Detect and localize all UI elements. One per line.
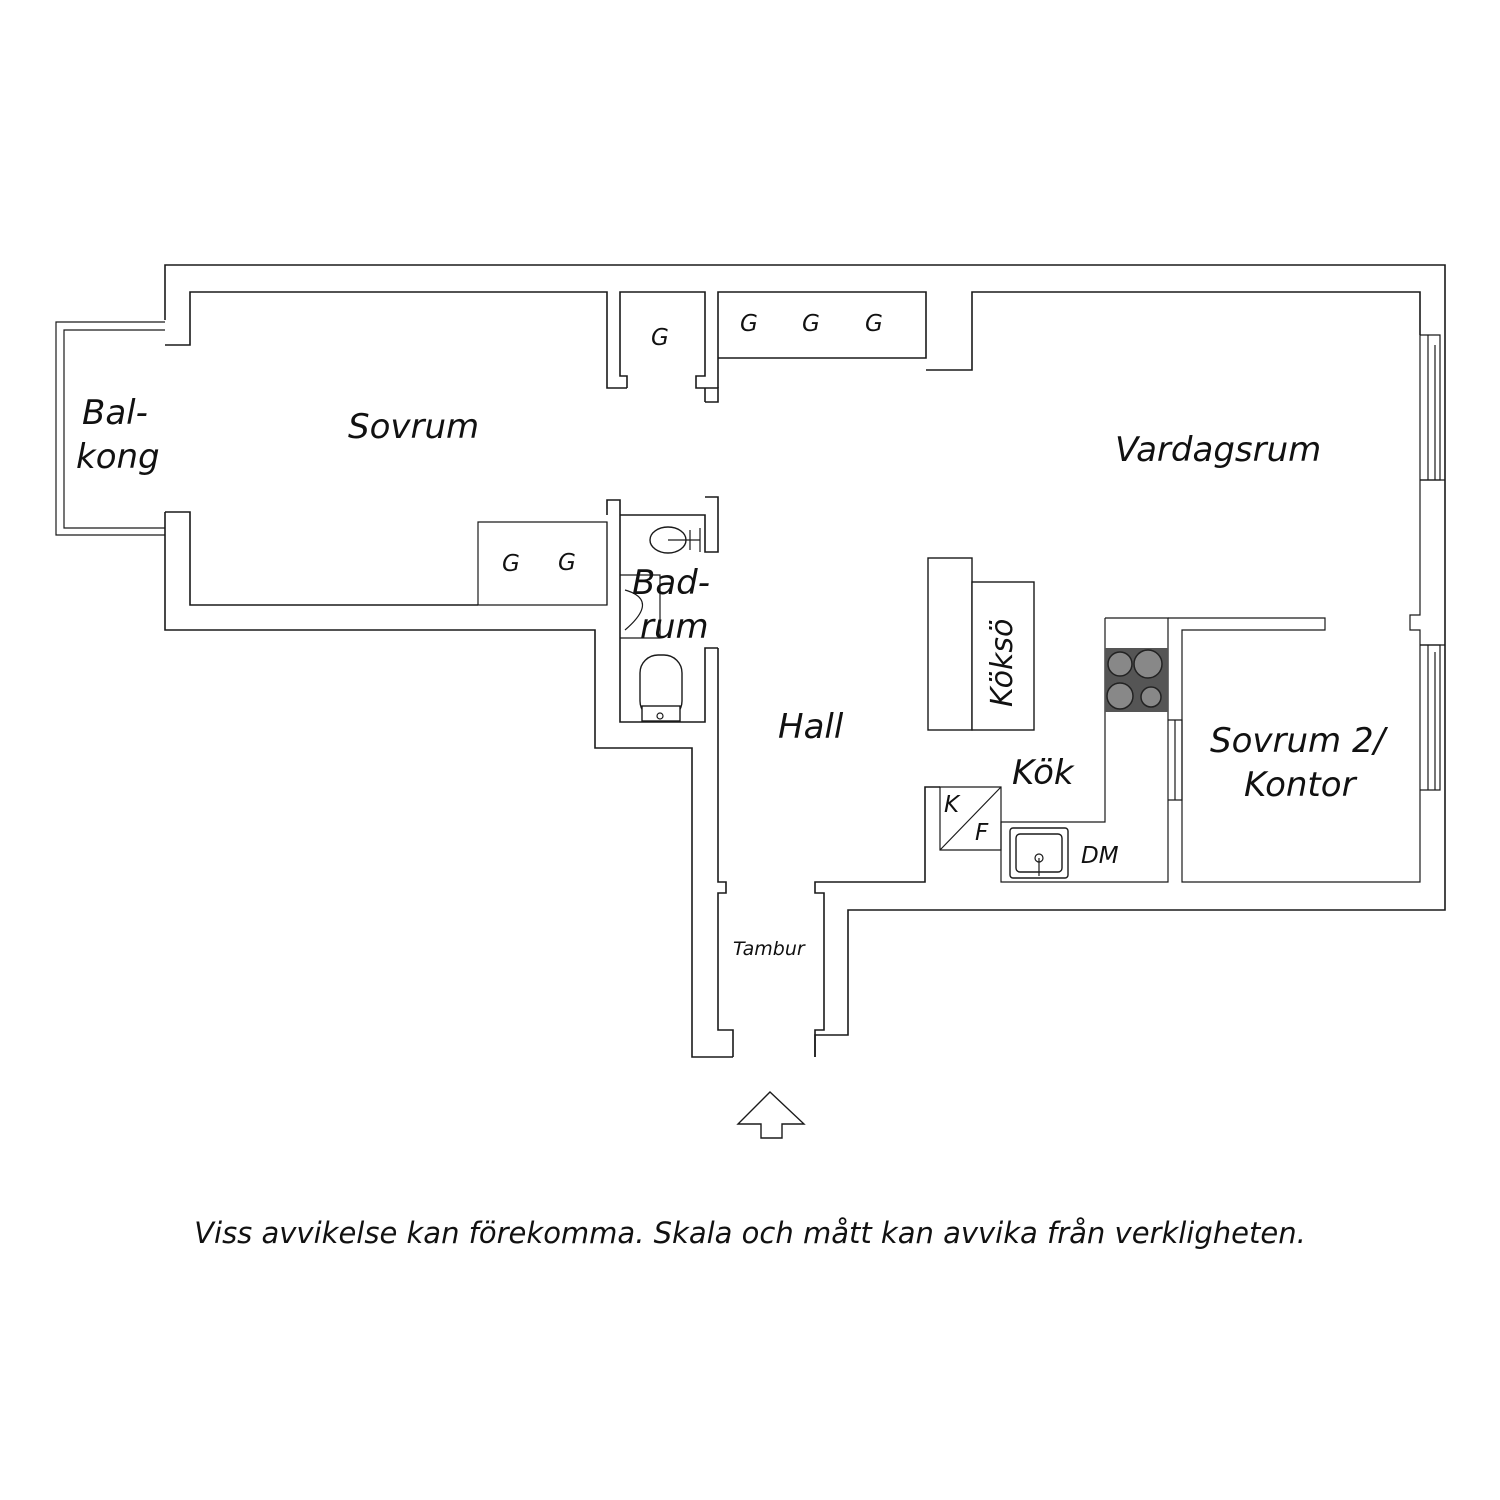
label-wardrobe-6: G	[558, 550, 576, 576]
tambur-right-wall	[814, 786, 940, 1057]
disclaimer-text: Viss avvikelse kan förekomma. Skala och …	[194, 1216, 1306, 1250]
sink-icon	[649, 526, 701, 554]
bedroom-wardrobes	[477, 521, 608, 606]
stove-icon	[1105, 648, 1168, 712]
label-kitchen: Kök	[1012, 753, 1075, 793]
label-bedroom: Sovrum	[348, 407, 479, 447]
window-upper	[1420, 334, 1441, 481]
kitchen	[939, 617, 1183, 883]
label-hall: Hall	[778, 707, 844, 747]
label-balcony-1: Bal-	[82, 393, 148, 433]
label-wardrobe-1: G	[651, 325, 669, 351]
kitchen-sink-icon	[1009, 827, 1069, 879]
right-wall-windows	[1168, 334, 1445, 883]
tambur-left-wall	[717, 648, 734, 1057]
toilet-icon	[639, 654, 683, 722]
label-bedroom2-1: Sovrum 2/	[1210, 721, 1389, 761]
label-kitchen-island: Köksö	[985, 619, 1020, 707]
kitchen-island	[927, 557, 1035, 731]
outer-walls	[164, 264, 1446, 1058]
window-lower	[1420, 644, 1441, 791]
label-fridge: K	[944, 792, 961, 818]
label-balcony-2: kong	[76, 437, 160, 477]
balcony	[55, 321, 165, 536]
label-wardrobe-5: G	[502, 551, 520, 577]
label-wardrobe-3: G	[802, 311, 820, 337]
window-middle	[1420, 479, 1445, 646]
inner-wall-bedroom-bottom	[165, 511, 478, 606]
label-wardrobe-4: G	[865, 311, 883, 337]
fridge-freezer-divider	[939, 786, 1002, 851]
bathroom-sink-icon	[624, 589, 643, 631]
closet-single-wall	[619, 291, 719, 403]
outer-wall-left-lower	[164, 512, 733, 1058]
label-bedroom2-2: Kontor	[1244, 765, 1358, 805]
label-dishwasher: DM	[1081, 843, 1119, 869]
outer-wall-top	[164, 264, 1446, 1057]
closets-top	[619, 291, 1421, 403]
entrance-arrow-icon	[736, 1091, 806, 1139]
bathroom	[606, 496, 719, 723]
wall-segment-top-right	[926, 291, 1421, 371]
label-wardrobe-2: G	[740, 311, 758, 337]
inner-wall-top	[165, 291, 627, 389]
label-living-room: Vardagsrum	[1115, 430, 1321, 470]
label-bathroom-2: rum	[640, 607, 709, 647]
door-bedroom2	[1168, 719, 1183, 801]
label-bathroom-1: Bad-	[632, 563, 710, 603]
label-freezer: F	[975, 820, 989, 846]
closet-triple-wall	[717, 291, 927, 388]
label-vestibule: Tambur	[733, 938, 806, 960]
